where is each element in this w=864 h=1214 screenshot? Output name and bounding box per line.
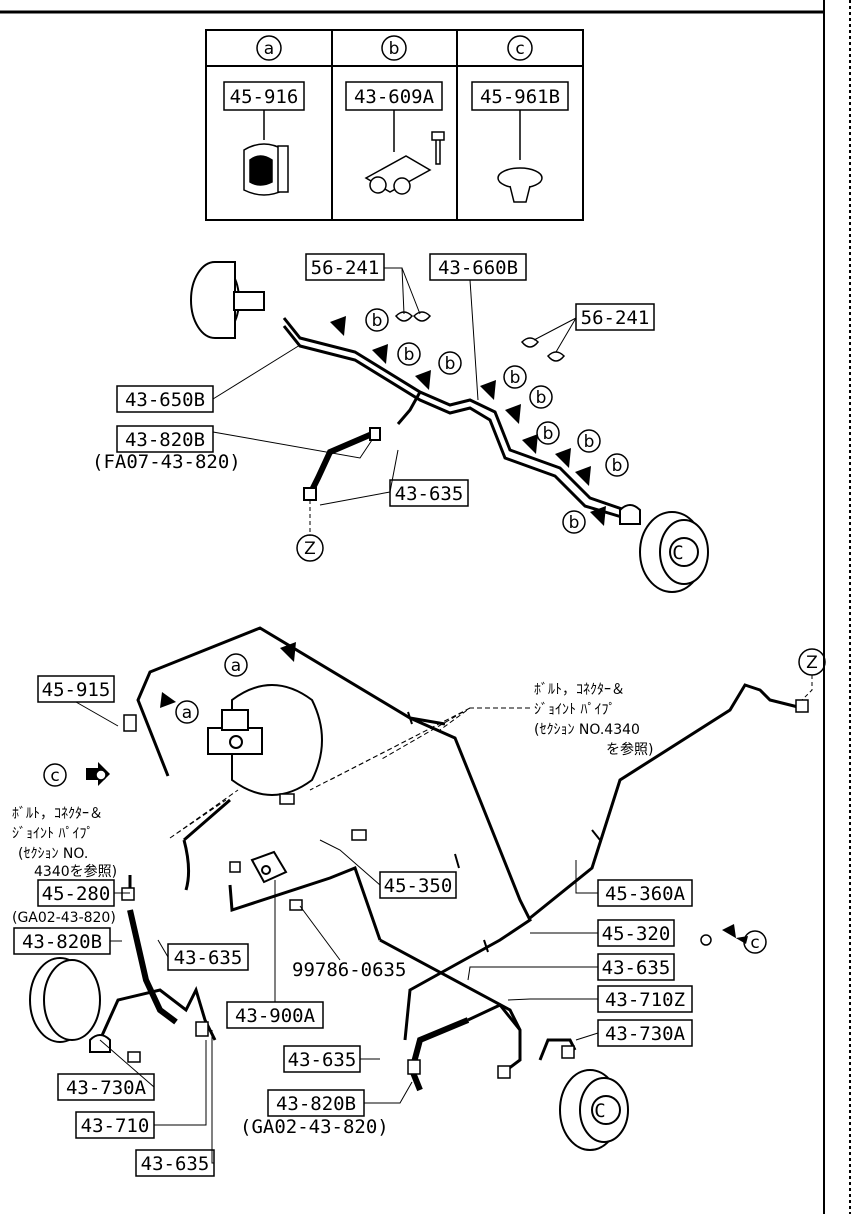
label-43-635-mid: 43-635 [288, 1049, 357, 1071]
label-56-241-top: 56-241 [311, 257, 380, 279]
upper-pipes [282, 317, 626, 520]
label-99786: 99786-0635 [292, 959, 406, 981]
note-left-line4: 4340を参照) [34, 863, 117, 880]
b-marker: b [569, 513, 580, 533]
label-45-360A: 45-360A [605, 883, 686, 905]
label-43-900A: 43-900A [235, 1005, 316, 1027]
label-ga02-small: (GA02-43-820) [12, 910, 116, 926]
b-marker: b [543, 424, 554, 444]
label-45-350: 45-350 [384, 875, 453, 897]
upper-rear-brake [619, 504, 709, 593]
b-marker: b [536, 388, 547, 408]
label-43-635-upper: 43-635 [395, 483, 464, 505]
note-right-line2: ｼﾞｮｲﾝﾄ ﾊﾟｲﾌﾟ [534, 702, 615, 718]
legend-b-part: 43-609A [354, 86, 435, 108]
label-45-320: 45-320 [602, 923, 671, 945]
note-left-line1: ﾎﾞﾙﾄ，ｺﾈｸﾀｰ＆ [12, 806, 103, 822]
lower-hose-right [408, 1017, 470, 1092]
clip-a-drawing [243, 110, 289, 196]
label-43-730A-right: 43-730A [605, 1023, 686, 1045]
label-45-915: 45-915 [42, 679, 111, 701]
label-45-280: 45-280 [42, 883, 111, 905]
b-marker: b [584, 432, 595, 452]
upper-b-markers [365, 308, 629, 534]
a-marker: a [182, 703, 192, 723]
label-43-820B-left: 43-820B [22, 931, 102, 953]
z-marker-lower: Z [806, 653, 818, 673]
svg-text:C: C [672, 542, 683, 564]
label-43-650B: 43-650B [125, 389, 205, 411]
upper-hose [307, 431, 374, 496]
label-fa07: (FA07-43-820) [92, 451, 241, 473]
legend-a-letter: a [264, 39, 274, 59]
label-43-710Z: 43-710Z [605, 989, 685, 1011]
bolts [121, 699, 809, 1079]
c-marker: c [750, 933, 759, 953]
label-43-635-box: 43-635 [174, 947, 243, 969]
svg-text:C: C [594, 1100, 605, 1122]
label-43-820B-upper: 43-820B [125, 429, 205, 451]
b-marker: b [445, 354, 456, 374]
note-right-line3: (ｾｸｼｮﾝ NO.4340 [534, 722, 640, 738]
junction-block [250, 850, 288, 884]
c-marker: c [50, 766, 59, 786]
note-left-line3: (ｾｸｼｮﾝ NO. [18, 846, 88, 862]
label-43-730A-left: 43-730A [66, 1077, 147, 1099]
note-right-line4: を参照) [606, 741, 653, 758]
b-marker: b [510, 368, 521, 388]
legend-a-header [256, 35, 533, 61]
label-ga02-mid: (GA02-43-820) [240, 1116, 389, 1138]
master-cylinder [207, 684, 323, 796]
lower-hose-left [127, 909, 178, 1025]
left-brake [29, 957, 111, 1053]
note-left-line2: ｼﾞｮｲﾝﾄ ﾊﾟｲﾌﾟ [12, 826, 93, 842]
label-56-241-right: 56-241 [581, 307, 650, 329]
z-marker-upper: Z [304, 539, 316, 559]
upper-arrows [330, 316, 606, 526]
legend-table [205, 29, 584, 221]
label-43-635-bottom: 43-635 [141, 1153, 210, 1175]
a-marker: a [231, 656, 241, 676]
b-marker: b [372, 311, 383, 331]
label-43-820B-mid: 43-820B [276, 1093, 356, 1115]
b-marker: b [612, 456, 623, 476]
upper-booster [190, 261, 265, 339]
clip-b-drawing [364, 110, 445, 195]
label-43-660B: 43-660B [438, 257, 518, 279]
legend-c-letter: c [515, 39, 524, 59]
right-brake [559, 1069, 629, 1151]
upper-clips [394, 311, 566, 362]
clip-c-drawing [497, 110, 543, 203]
upper-b-letters: b b b b b b b b b [372, 311, 623, 533]
legend-b-letter: b [389, 39, 400, 59]
legend-c-part: 45-961B [480, 86, 560, 108]
lower-pipes [98, 626, 803, 1077]
legend-a-part: 45-916 [230, 86, 299, 108]
label-43-710: 43-710 [81, 1115, 150, 1137]
note-right-line1: ﾎﾞﾙﾄ，ｺﾈｸﾀｰ＆ [534, 682, 625, 698]
lower-arrows [86, 642, 748, 944]
label-43-635-right: 43-635 [602, 957, 671, 979]
b-marker: b [404, 345, 415, 365]
